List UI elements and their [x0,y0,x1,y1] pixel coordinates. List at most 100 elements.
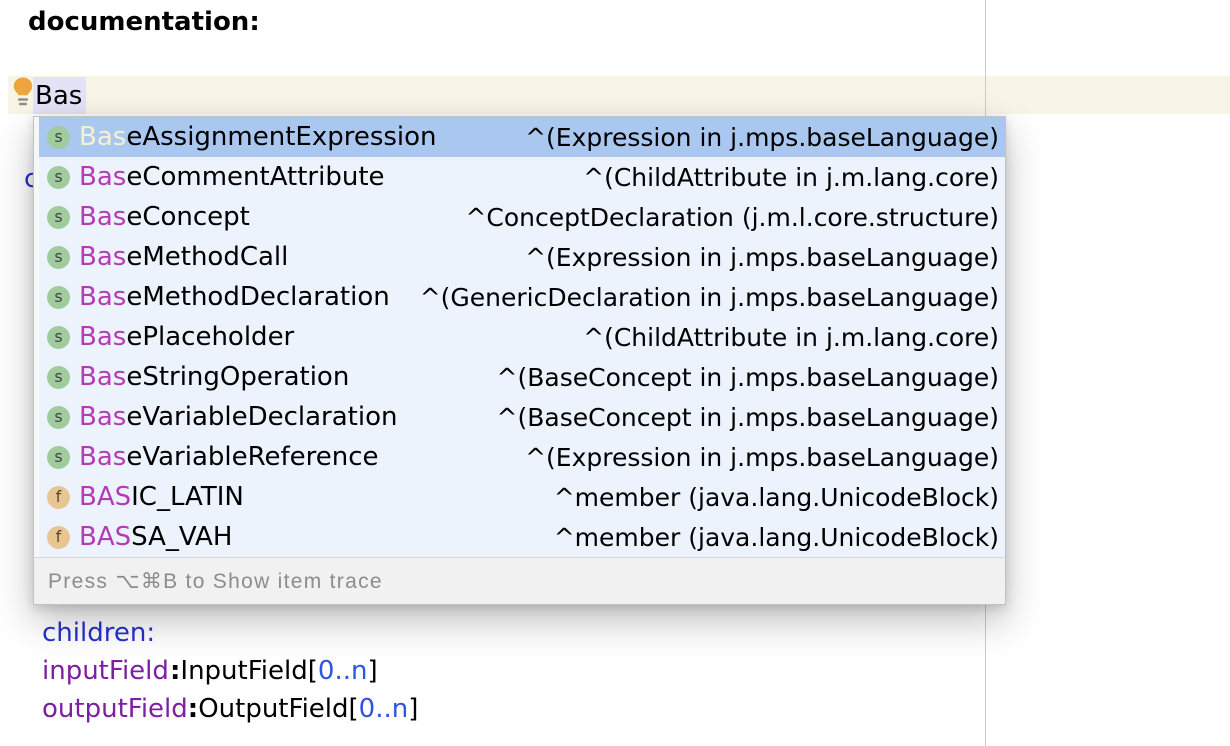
concept-icon: s [47,125,70,149]
icon-letter: f [55,527,62,546]
item-type-annotation: ^(GenericDeclaration in j.mps.baseLangua… [419,282,999,312]
lightbulb-icon[interactable] [11,75,35,111]
item-name: BaseConcept [79,202,250,232]
colon-separator: : [187,694,199,724]
matched-prefix: BAS [79,482,132,512]
icon-letter: s [54,207,63,226]
item-name-rest: eMethodCall [126,242,289,272]
child-link-name: inputField [42,656,169,686]
item-type-annotation: ^ConceptDeclaration (j.m.l.core.structur… [465,202,999,232]
item-name: BaseVariableReference [79,442,379,472]
item-name-rest: SA_VAH [131,522,233,552]
concept-icon: s [47,165,70,189]
item-type-annotation: ^member (java.lang.UnicodeBlock) [553,522,999,552]
completion-footer-hint: Press ⌥⌘B to Show item trace [34,557,1005,604]
matched-prefix: Bas [79,282,127,312]
completion-item[interactable]: s BaseMethodCall ^(Expression in j.mps.b… [39,237,1005,277]
child-target-type: OutputField [198,694,349,724]
item-name-rest: eCommentAttribute [126,162,385,192]
matched-prefix: BAS [79,522,132,552]
item-name: BaseAssignmentExpression [79,122,437,152]
icon-letter: s [54,367,63,386]
concept-icon: s [47,205,70,229]
open-bracket: [ [348,694,359,724]
current-line-highlight [8,76,1230,114]
completion-typed-text[interactable]: Bas [33,77,87,114]
field-icon: f [47,525,70,549]
item-name: BaseCommentAttribute [79,162,385,192]
concept-icon: s [47,245,70,269]
completion-popup: s BaseAssignmentExpression ^(Expression … [33,116,1006,605]
item-name-rest: eAssignmentExpression [126,122,437,152]
item-type-annotation: ^(BaseConcept in j.mps.baseLanguage) [496,402,999,432]
completion-item[interactable]: s BaseMethodDeclaration ^(GenericDeclara… [39,277,1005,317]
footer-hint-text: Press ⌥⌘B to Show item trace [48,569,383,593]
completion-item[interactable]: f BASSA_VAH ^member (java.lang.UnicodeBl… [39,517,1005,557]
item-name-rest: eConcept [126,202,250,232]
icon-letter: s [54,407,63,426]
item-type-annotation: ^(ChildAttribute in j.m.lang.core) [583,162,999,192]
item-name: BaseVariableDeclaration [79,402,398,432]
completion-item[interactable]: s BaseVariableDeclaration ^(BaseConcept … [39,397,1005,437]
item-type-annotation: ^(Expression in j.mps.baseLanguage) [525,122,999,152]
matched-prefix: Bas [79,402,127,432]
icon-letter: s [54,327,63,346]
item-type-annotation: ^(BaseConcept in j.mps.baseLanguage) [496,362,999,392]
matched-prefix: Bas [79,442,127,472]
item-name: BASSA_VAH [79,522,232,552]
item-name-rest: eStringOperation [126,362,350,392]
matched-prefix: Bas [79,362,127,392]
completion-item[interactable]: s BaseConcept ^ConceptDeclaration (j.m.l… [39,197,1005,237]
close-bracket: ] [367,656,378,686]
icon-letter: s [54,447,63,466]
icon-letter: s [54,287,63,306]
completion-list[interactable]: s BaseAssignmentExpression ^(Expression … [34,117,1005,557]
item-type-annotation: ^member (java.lang.UnicodeBlock) [553,482,999,512]
icon-letter: s [54,247,63,266]
icon-letter: s [54,167,63,186]
completion-item[interactable]: s BaseCommentAttribute ^(ChildAttribute … [39,157,1005,197]
concept-icon: s [47,325,70,349]
item-type-annotation: ^(ChildAttribute in j.m.lang.core) [583,322,999,352]
concept-icon: s [47,365,70,389]
icon-letter: f [55,487,62,506]
child-field-row[interactable]: inputField:InputField[0..n] [42,652,418,690]
child-link-name: outputField [42,694,188,724]
completion-item[interactable]: s BasePlaceholder ^(ChildAttribute in j.… [39,317,1005,357]
close-bracket: ] [408,694,419,724]
child-field-list: inputField:InputField[0..n] outputField:… [42,652,418,728]
documentation-label: documentation: [28,7,260,37]
matched-prefix: Bas [79,202,127,232]
matched-prefix: Bas [79,242,127,272]
item-name: BaseMethodCall [79,242,288,272]
child-cardinality: 0..n [358,694,409,724]
child-cardinality: 0..n [317,656,368,686]
concept-icon: s [47,445,70,469]
item-name-rest: eVariableDeclaration [126,402,398,432]
item-name: BasePlaceholder [79,322,294,352]
children-keyword[interactable]: children: [42,618,156,648]
matched-prefix: Bas [79,122,127,152]
matched-prefix: Bas [79,162,127,192]
item-name: BASIC_LATIN [79,482,244,512]
item-name: BaseMethodDeclaration [79,282,390,312]
concept-icon: s [47,285,70,309]
icon-letter: s [54,127,63,146]
item-name-rest: IC_LATIN [131,482,244,512]
child-target-type: InputField [180,656,308,686]
colon-separator: : [170,656,181,686]
item-name-rest: eVariableReference [126,442,379,472]
item-type-annotation: ^(Expression in j.mps.baseLanguage) [525,442,999,472]
concept-icon: s [47,405,70,429]
child-field-row[interactable]: outputField:OutputField[0..n] [42,690,418,728]
completion-item[interactable]: s BaseAssignmentExpression ^(Expression … [39,117,1005,157]
completion-item[interactable]: s BaseStringOperation ^(BaseConcept in j… [39,357,1005,397]
open-bracket: [ [307,656,318,686]
field-icon: f [47,485,70,509]
item-name-rest: ePlaceholder [126,322,295,352]
item-name: BaseStringOperation [79,362,349,392]
completion-item[interactable]: f BASIC_LATIN ^member (java.lang.Unicode… [39,477,1005,517]
item-type-annotation: ^(Expression in j.mps.baseLanguage) [525,242,999,272]
matched-prefix: Bas [79,322,127,352]
completion-item[interactable]: s BaseVariableReference ^(Expression in … [39,437,1005,477]
